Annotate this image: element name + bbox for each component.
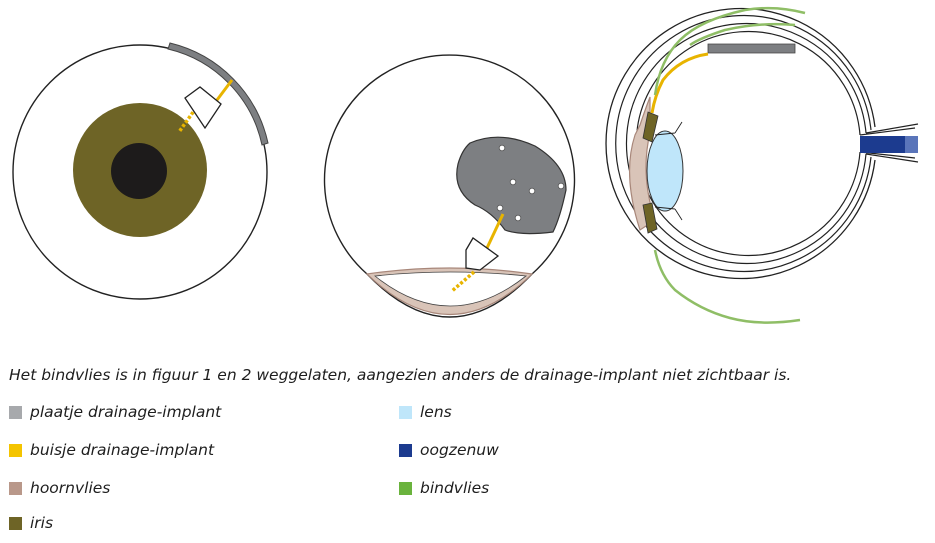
legend-item-nerve: oogzenuw (399, 440, 499, 460)
drainage-collar (184, 86, 222, 130)
iris-lower (642, 202, 658, 234)
iris-upper (642, 111, 659, 143)
figure-3-cross-section (605, 6, 919, 324)
conjunctiva-upper (653, 6, 806, 96)
legend-item-lens: lens (399, 402, 452, 422)
lens (646, 130, 684, 212)
legend-swatch-tube (9, 443, 22, 457)
legend-swatch-lens (399, 405, 412, 419)
legend-label-plate: plaatje drainage-implant (30, 403, 222, 421)
legend-label-iris: iris (30, 514, 54, 532)
legend-label-nerve: oogzenuw (420, 441, 499, 459)
caption: Het bindvlies is in figuur 1 en 2 weggel… (9, 366, 792, 384)
legend-label-lens: lens (420, 403, 452, 421)
legend-swatch-nerve (399, 443, 412, 457)
legend-swatch-iris (9, 516, 22, 530)
legend-label-tube: buisje drainage-implant (30, 441, 215, 459)
cornea-inner (373, 271, 528, 307)
figure-2-bottom-view (323, 54, 576, 318)
conjunctiva-lower (653, 249, 801, 324)
legend-item-cornea: hoornvlies (9, 478, 110, 498)
eyeball-outline-2 (323, 54, 576, 318)
legend-label-conjunctiva: bindvlies (420, 479, 490, 497)
drainage-plate-3 (707, 43, 796, 54)
legend-item-iris: iris (9, 513, 53, 533)
eye-diagrams (12, 6, 919, 324)
legend-label-cornea: hoornvlies (30, 479, 111, 497)
pupil (111, 143, 167, 199)
legend-swatch-conjunctiva (399, 481, 412, 495)
legend-swatch-cornea (9, 481, 22, 495)
plate-holes (496, 144, 565, 222)
optic-nerve (860, 136, 918, 153)
legend-swatch-plate (9, 405, 22, 419)
legend-item-tube: buisje drainage-implant (9, 440, 214, 460)
legend-item-plate: plaatje drainage-implant (9, 402, 221, 422)
legend-item-conjunctiva: bindvlies (399, 478, 489, 498)
drainage-tube-2 (485, 213, 505, 249)
drainage-plate (456, 136, 567, 235)
drainage-plate-edge (167, 42, 269, 146)
figure-1-front-view (12, 42, 269, 300)
drainage-tube-3 (650, 52, 709, 114)
drainage-collar-2 (465, 237, 500, 271)
